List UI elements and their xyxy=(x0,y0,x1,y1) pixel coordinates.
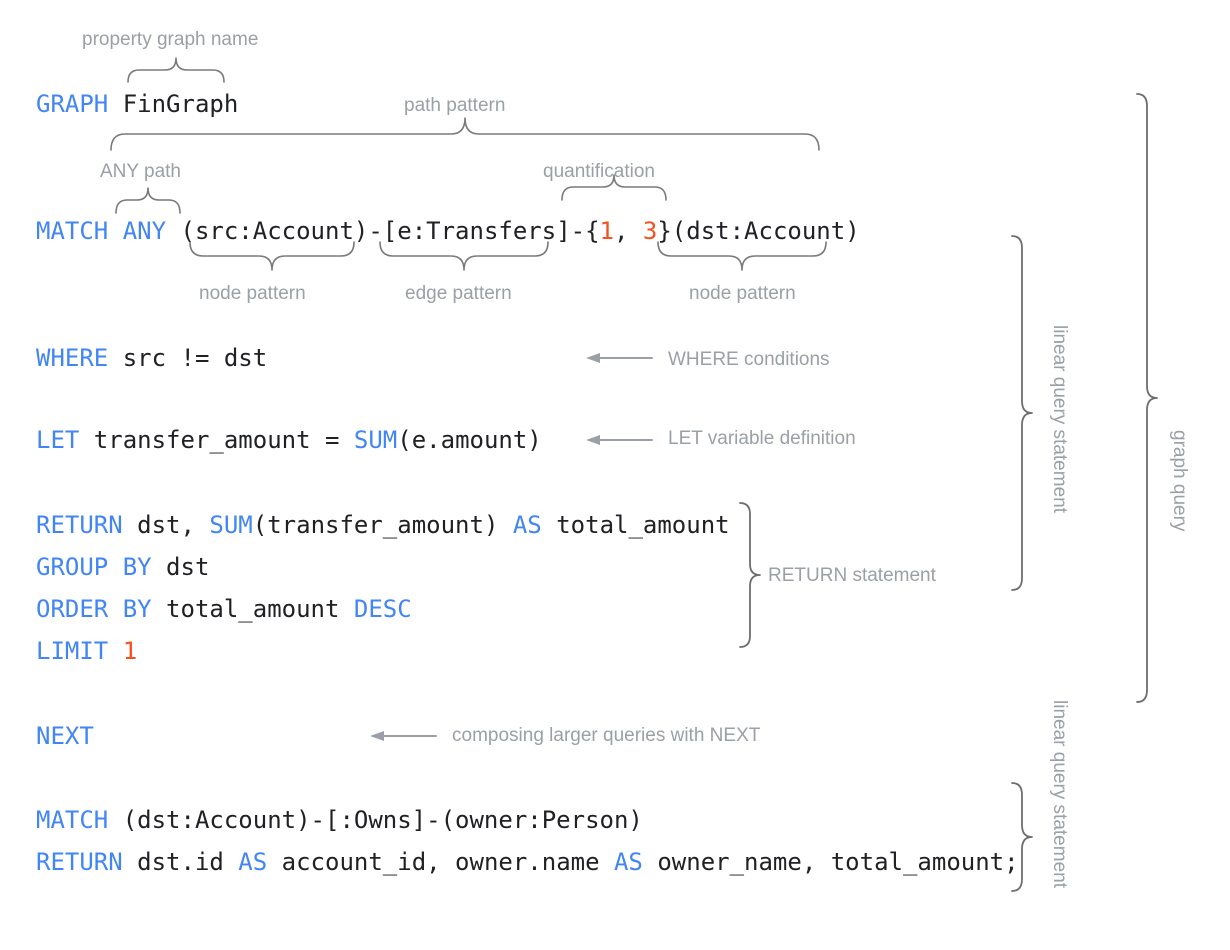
code-text: , xyxy=(614,217,643,245)
code-line-where: WHERE src != dst xyxy=(36,346,267,370)
code-number: 1 xyxy=(599,217,614,245)
brace-graph-query xyxy=(1136,93,1158,703)
brace-any-path xyxy=(115,187,181,214)
label-graph-query: graph query xyxy=(1169,430,1190,532)
code-text: account_id, owner.name xyxy=(267,848,614,876)
arrow-let-variable-definition xyxy=(586,435,653,445)
code-keyword: SUM xyxy=(353,426,398,454)
arrow-where-conditions xyxy=(586,353,653,363)
code-keyword: RETURN xyxy=(36,511,123,539)
brace-edge-pattern xyxy=(379,241,549,271)
label-path-pattern: path pattern xyxy=(404,95,506,116)
code-keyword: NEXT xyxy=(36,722,94,750)
brace-node-pattern-src xyxy=(189,241,355,271)
label-composing-with-next: composing larger queries with NEXT xyxy=(452,725,761,746)
code-keyword: WHERE xyxy=(36,344,109,372)
code-text: (dst:Account)-[:Owns]-(owner:Person) xyxy=(108,806,643,834)
brace-node-pattern-dst xyxy=(657,241,827,271)
code-line-group-by: GROUP BY dst xyxy=(36,555,209,579)
code-keyword: ANY xyxy=(122,217,167,245)
code-keyword: RETURN xyxy=(36,848,123,876)
code-text: (src:Account)-[e:Transfers]-{ xyxy=(166,217,600,245)
code-line-graph: GRAPH FinGraph xyxy=(36,92,238,116)
brace-path-pattern xyxy=(110,117,820,151)
label-let-variable-definition: LET variable definition xyxy=(668,428,856,449)
code-number: 3 xyxy=(642,217,658,245)
code-line-return-final: RETURN dst.id AS account_id, owner.name … xyxy=(36,850,1019,874)
code-keyword: MATCH xyxy=(36,806,109,834)
code-text: total_amount xyxy=(541,511,730,539)
code-text: src != dst xyxy=(108,344,268,372)
code-text xyxy=(108,637,122,665)
code-text: (transfer_amount) xyxy=(252,511,513,539)
code-line-next: NEXT xyxy=(36,724,94,748)
code-line-limit: LIMIT 1 xyxy=(36,639,137,663)
code-keyword: GROUP BY xyxy=(36,553,152,581)
label-quantification: quantification xyxy=(543,161,655,182)
code-line-order-by: ORDER BY total_amount DESC xyxy=(36,597,412,621)
arrow-composing-with-next xyxy=(370,731,437,741)
code-number: 1 xyxy=(122,637,138,665)
code-keyword: MATCH xyxy=(36,217,109,245)
label-node-pattern-dst: node pattern xyxy=(689,283,796,304)
label-where-conditions: WHERE conditions xyxy=(668,349,830,370)
code-text: dst xyxy=(151,553,210,581)
label-linear-query-statement-1: linear query statement xyxy=(1049,325,1070,513)
label-linear-query-statement-2: linear query statement xyxy=(1049,700,1070,888)
code-keyword: AS xyxy=(613,848,643,876)
label-return-statement: RETURN statement xyxy=(768,565,936,586)
code-text: (e.amount) xyxy=(397,426,542,454)
label-any-path: ANY path xyxy=(100,161,181,182)
code-line-let: LET transfer_amount = SUM(e.amount) xyxy=(36,428,542,452)
brace-return-statement xyxy=(739,502,761,648)
code-text: }(dst:Account) xyxy=(657,217,860,245)
code-keyword: LET xyxy=(36,426,80,454)
code-keyword: AS xyxy=(238,848,268,876)
code-line-match-owns: MATCH (dst:Account)-[:Owns]-(owner:Perso… xyxy=(36,808,643,832)
brace-property-graph-name xyxy=(127,57,225,83)
code-keyword: ORDER BY xyxy=(36,595,152,623)
code-text: FinGraph xyxy=(108,90,239,118)
code-keyword: AS xyxy=(512,511,542,539)
code-text: total_amount xyxy=(151,595,354,623)
code-text: transfer_amount = xyxy=(79,426,354,454)
code-keyword: DESC xyxy=(353,595,412,623)
code-keyword: LIMIT xyxy=(36,637,109,665)
code-keyword: SUM xyxy=(209,511,253,539)
code-keyword: GRAPH xyxy=(36,90,109,118)
label-node-pattern-src: node pattern xyxy=(199,283,306,304)
label-property-graph-name: property graph name xyxy=(82,29,259,50)
code-line-match: MATCH ANY (src:Account)-[e:Transfers]-{1… xyxy=(36,219,860,243)
code-text: dst, xyxy=(122,511,210,539)
label-edge-pattern: edge pattern xyxy=(405,283,512,304)
brace-linear-query-statement-1 xyxy=(1011,235,1033,591)
code-text: owner_name, total_amount; xyxy=(642,848,1019,876)
code-text: dst.id xyxy=(122,848,239,876)
code-line-return: RETURN dst, SUM(transfer_amount) AS tota… xyxy=(36,513,730,537)
code-text xyxy=(108,217,122,245)
